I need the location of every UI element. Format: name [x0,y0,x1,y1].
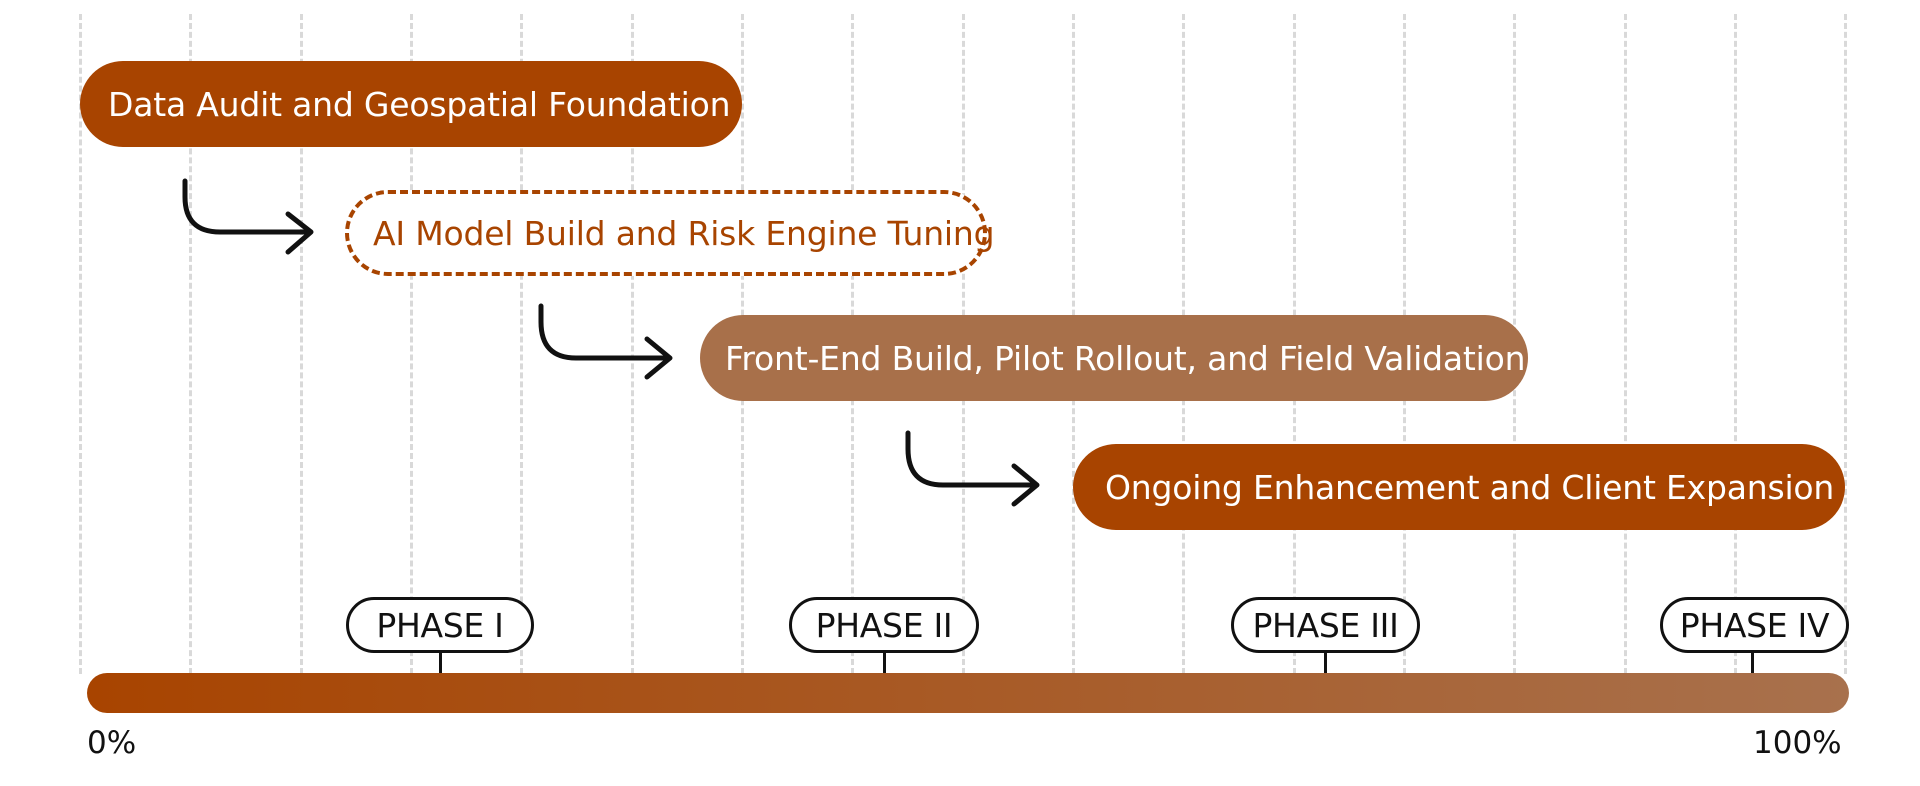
stage-2-pill: AI Model Build and Risk Engine Tuning [345,190,995,276]
phase-4-label: PHASE IV [1660,597,1849,653]
gridline [189,14,192,674]
phase-3-label: PHASE III [1231,597,1420,653]
phase-2-label: PHASE II [789,597,979,653]
stage-4-pill: Ongoing Enhancement and Client Expansion [1073,444,1845,530]
gridline [300,14,303,674]
stage-4-label: Ongoing Enhancement and Client Expansion [1105,467,1835,507]
axis-end-label: 100% [1753,725,1842,761]
gridline [1844,14,1847,674]
gridline [79,14,82,674]
gridline [1734,14,1737,674]
phase-1-label: PHASE I [346,597,534,653]
phase-2-tick [883,653,886,673]
phase-4-tick [1751,653,1754,673]
axis-start-label: 0% [87,725,137,761]
stage-2-label: AI Model Build and Risk Engine Tuning [373,213,995,253]
phase-1-tick [439,653,442,673]
stage-3-pill: Front-End Build, Pilot Rollout, and Fiel… [700,315,1528,401]
gridline [1624,14,1627,674]
gridline [520,14,523,674]
stage-3-label: Front-End Build, Pilot Rollout, and Fiel… [725,338,1526,378]
gridline [410,14,413,674]
phase-3-tick [1324,653,1327,673]
progress-bar [87,673,1849,713]
stage-1-pill: Data Audit and Geospatial Foundation [80,61,742,147]
stage-1-label: Data Audit and Geospatial Foundation [108,84,731,124]
